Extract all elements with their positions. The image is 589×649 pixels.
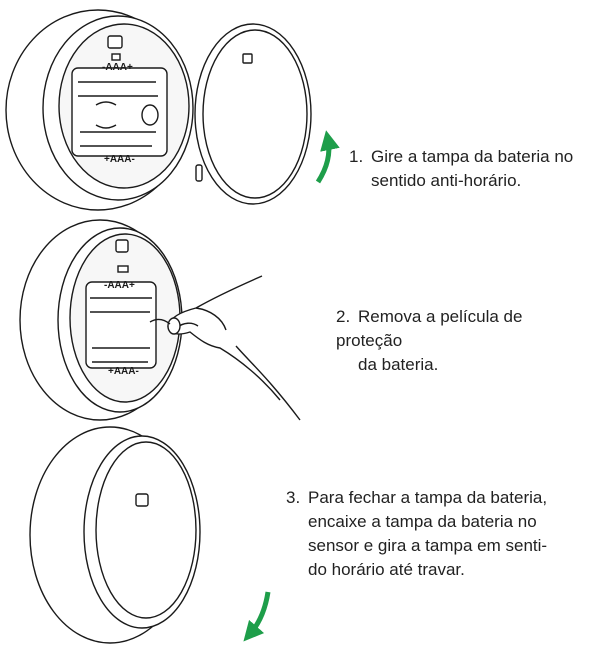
step-3-text: 3. Para fechar a tampa da bateria, encaix… bbox=[286, 486, 547, 582]
step-1-text: 1. Gire a tampa da bateria no sentido ant… bbox=[349, 145, 573, 193]
step-3-line-4: do horário até travar. bbox=[308, 560, 465, 579]
sensor-closed-figure bbox=[29, 426, 201, 644]
step-1-line-2: sentido anti-horário. bbox=[371, 171, 522, 190]
step-3-line-1: Para fechar a tampa da bateria, bbox=[308, 488, 548, 507]
step-2-text: 2.Remova a película de proteção da bater… bbox=[336, 305, 589, 377]
step-3-number: 3. bbox=[286, 488, 301, 507]
hand-pulling-film bbox=[149, 275, 301, 421]
battery-label-top-1: -AAA+ bbox=[102, 62, 133, 73]
battery-cover bbox=[194, 23, 312, 205]
step-3-line-2: encaixe a tampa da bateria no bbox=[308, 512, 537, 531]
step-1-line-1: Gire a tampa da bateria no bbox=[371, 147, 574, 166]
battery-label-bottom-1: +AAA- bbox=[104, 154, 135, 165]
battery-label-bottom-2: +AAA- bbox=[108, 366, 139, 377]
rotate-clockwise-arrow-icon bbox=[243, 591, 271, 642]
battery-label-top-2: -AAA+ bbox=[104, 280, 135, 291]
step-2-number: 2. bbox=[336, 307, 351, 326]
sensor-open-figure-1 bbox=[5, 9, 194, 211]
step-2-line-1: Remova a película de proteção bbox=[336, 307, 523, 350]
step-1-number: 1. bbox=[349, 147, 364, 166]
step-3-line-3: sensor e gira a tampa em senti- bbox=[308, 536, 548, 555]
rotate-counterclockwise-arrow-icon bbox=[315, 130, 340, 184]
step-2-line-2: da bateria. bbox=[358, 355, 439, 374]
